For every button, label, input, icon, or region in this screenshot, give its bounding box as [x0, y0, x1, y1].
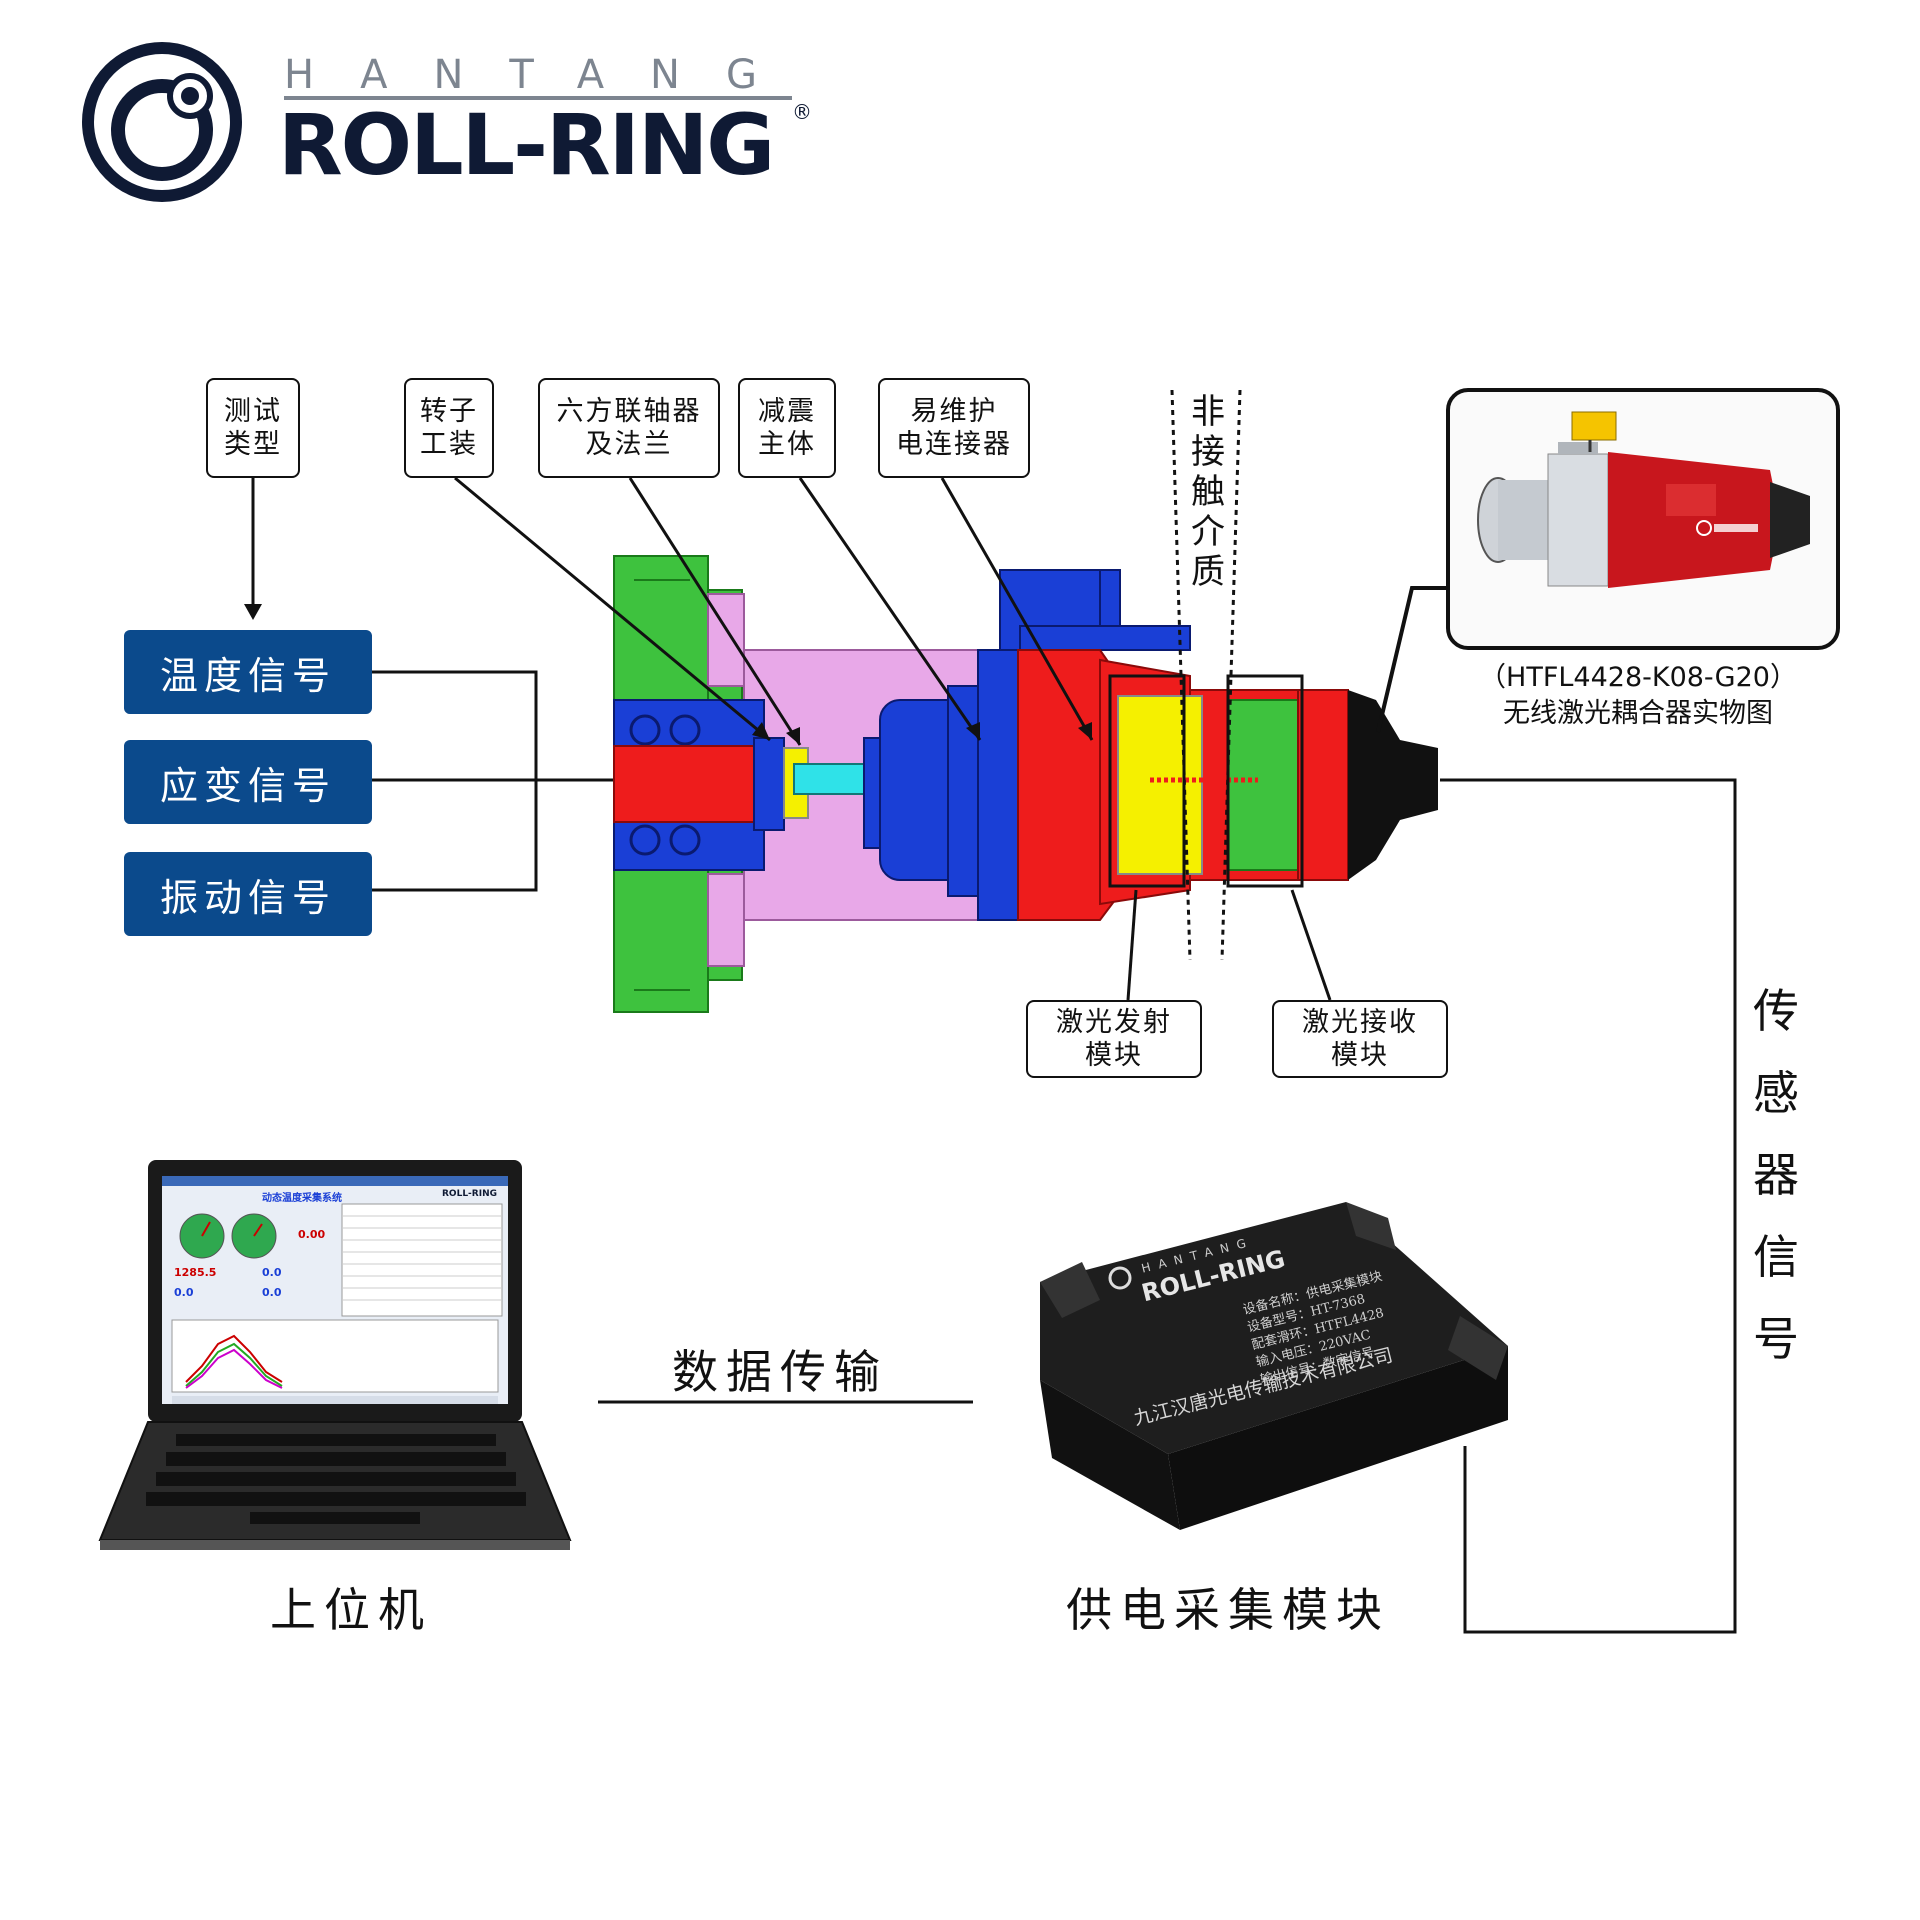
product-caption-desc: 无线激光耦合器实物图 — [1503, 698, 1773, 729]
screen-readout-3: 0.0 — [174, 1286, 194, 1299]
screen-brand: ROLL-RING — [442, 1189, 497, 1199]
product-photo-image — [1477, 411, 1810, 588]
callout-connector: 易维护 电连接器 — [878, 378, 1030, 478]
logo-top-word: HANTANG — [284, 52, 803, 98]
callout-damping-body: 减震 主体 — [738, 378, 836, 478]
screen-readout-4: 0.00 — [298, 1228, 326, 1241]
blue-connector — [999, 569, 1191, 651]
callout-laser-tx: 激光发射 模块 — [1026, 1000, 1202, 1078]
host-pc-label: 上位机 — [270, 1583, 432, 1637]
vibration-signal-button[interactable]: 振动信号 — [124, 852, 372, 936]
logo-divider — [284, 96, 792, 100]
callout-test-type: 测试 类型 — [206, 378, 300, 478]
data-transfer-label: 数据传输 — [672, 1345, 888, 1399]
screen-titlebar — [162, 1176, 508, 1186]
callout-laser-rx: 激光接收 模块 — [1272, 1000, 1448, 1078]
test-type-arrowhead — [244, 604, 262, 620]
yellow-laser-transmitter — [1117, 695, 1203, 875]
logo-main-word: ROLL-RING — [278, 96, 775, 194]
power-module-label: 供电采集模块 — [1066, 1583, 1390, 1637]
strain-signal-button[interactable]: 应变信号 — [124, 740, 372, 824]
black-nose-cone — [1348, 690, 1438, 880]
product-photo-frame — [1446, 388, 1840, 650]
screen-readout-1: 1285.5 — [174, 1266, 217, 1279]
laptop-screen: 动态温度采集系统 ROLL-RING 1285.5 0.0 0.0 0.00 0… — [162, 1176, 508, 1404]
cyan-shaft — [793, 763, 865, 795]
callout-hex-coupling: 六方联轴器 及法兰 — [538, 378, 720, 478]
logo-mark-icon — [82, 42, 242, 202]
sensor-signal-label: 传 感 器 信 号 — [1753, 984, 1799, 1366]
screen-app-title: 动态温度采集系统 — [262, 1193, 342, 1204]
callout-rotor-tooling: 转子 工装 — [404, 378, 494, 478]
logo-registered-mark: ® — [792, 100, 812, 124]
temperature-signal-button[interactable]: 温度信号 — [124, 630, 372, 714]
screen-readout-5: 0.0 — [262, 1286, 282, 1299]
red-shaft — [613, 745, 755, 823]
product-caption-model: （HTFL4428-K08-G20） — [1479, 662, 1797, 693]
non-contact-medium-label: 非 接 触 介 质 — [1186, 392, 1230, 592]
screen-dashboard — [171, 1203, 503, 1404]
screen-readout-2: 0.0 — [262, 1266, 282, 1279]
blue-rotor-tooling — [753, 737, 785, 831]
